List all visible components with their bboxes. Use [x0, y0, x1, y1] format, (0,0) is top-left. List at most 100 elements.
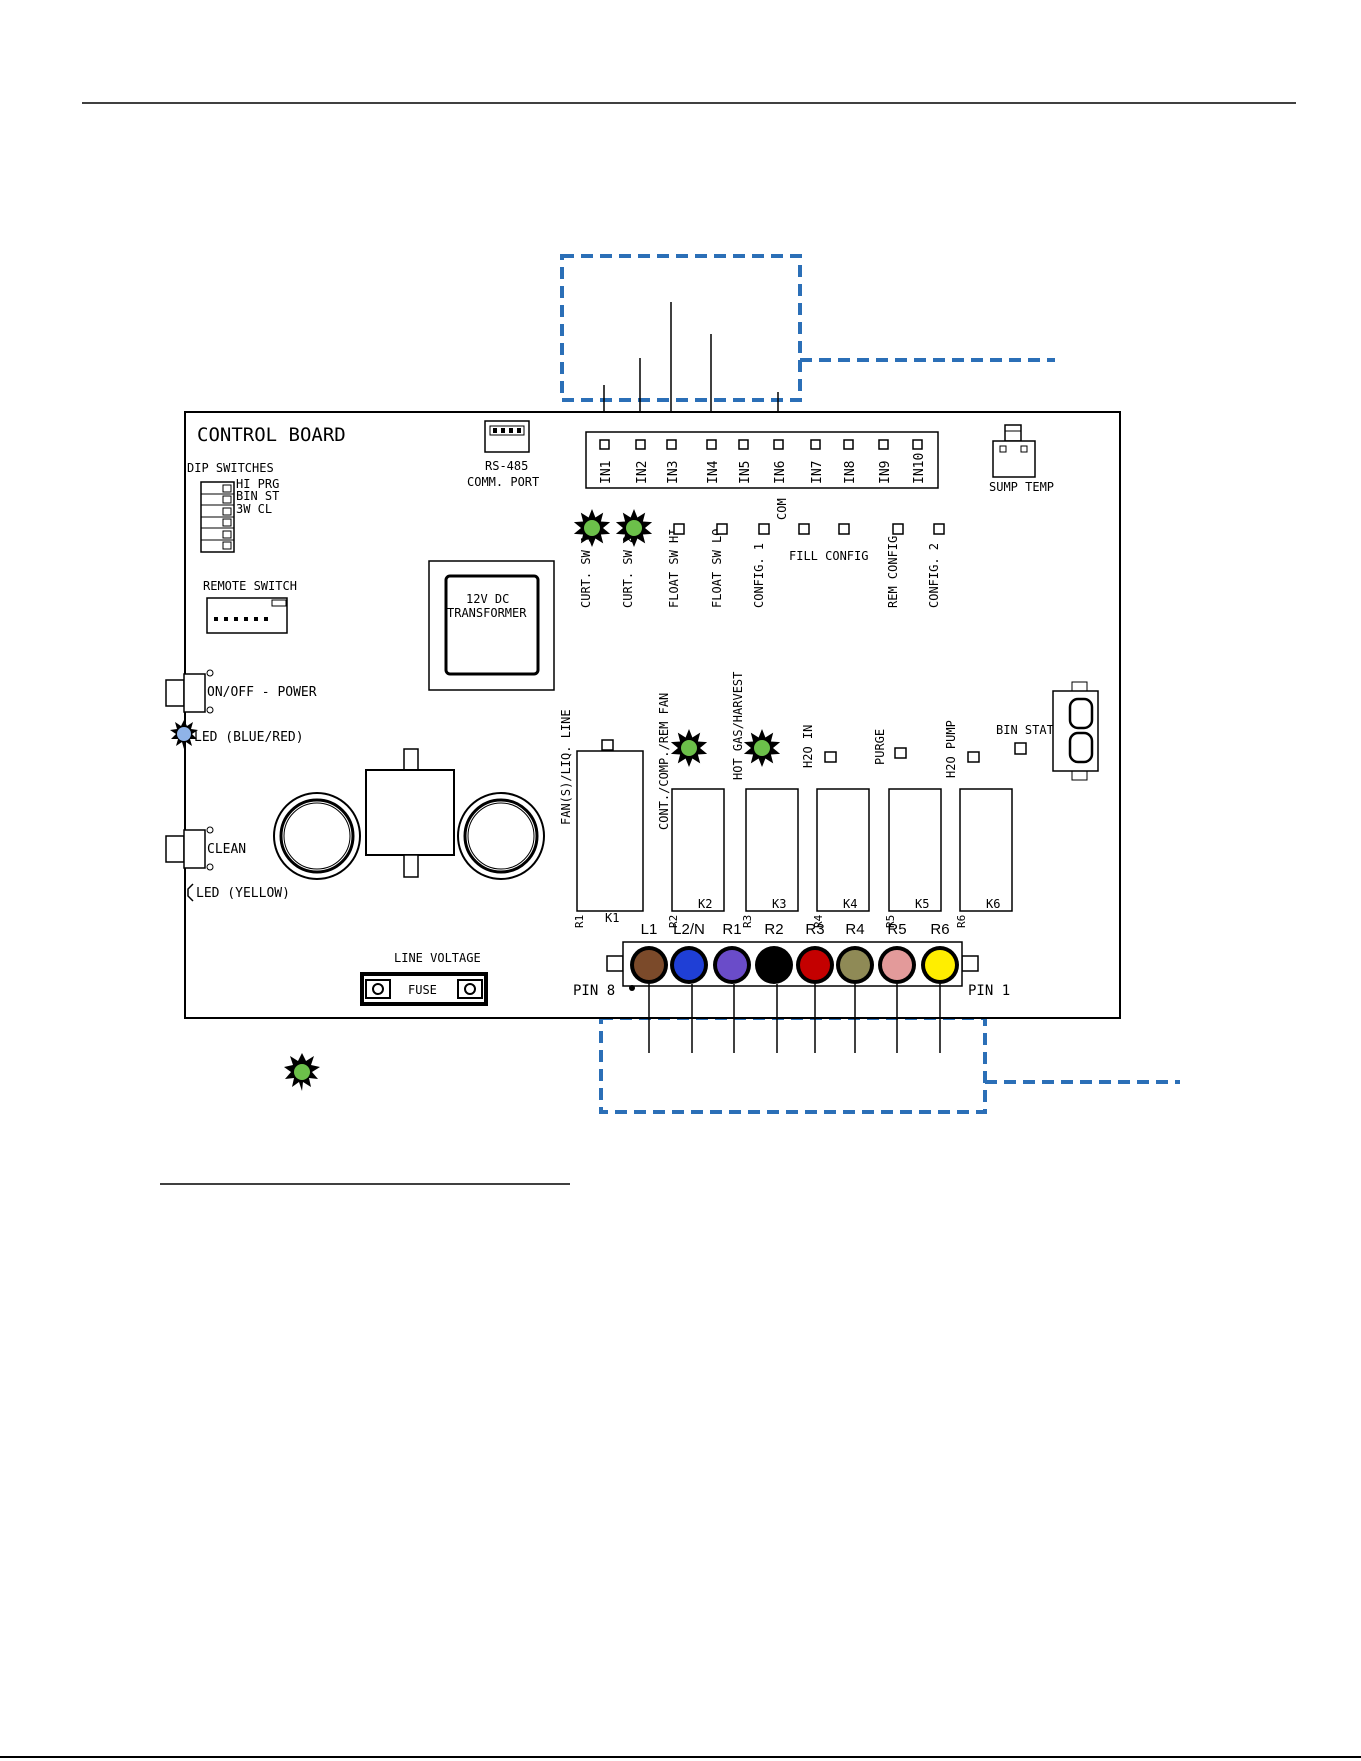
led-yellow-icon	[187, 883, 194, 902]
indicator-led	[798, 523, 810, 535]
input-pin	[912, 439, 923, 450]
relay-r-label: R1	[573, 915, 586, 928]
dip-switch-block: DIP SWITCHES HI PRG BIN ST 3W CL	[187, 461, 279, 553]
terminal-wire-color	[674, 950, 704, 980]
input-pin	[635, 439, 646, 450]
input-function-label: CONFIG. 2	[927, 543, 941, 608]
relay-led	[601, 739, 614, 751]
clean-led-label: LED (YELLOW)	[196, 886, 290, 901]
transformer: 12V DC TRANSFORMER	[428, 560, 555, 691]
terminal-wire-color	[717, 950, 747, 980]
rs485-label: RS-485	[485, 459, 528, 473]
relay-r-label: R2	[667, 915, 680, 928]
input-label: IN2	[635, 461, 650, 484]
terminal-wire-color	[882, 950, 912, 980]
relay-r-label: R5	[884, 915, 897, 928]
terminal-wire-color	[634, 950, 664, 980]
dip-switch-label: 3W CL	[236, 502, 272, 516]
clean-switch: CLEAN	[165, 826, 246, 871]
relay-name: HOT GAS/HARVEST	[731, 672, 745, 780]
relay-body	[576, 750, 644, 912]
relay-body	[816, 788, 870, 912]
clean-switch-label: CLEAN	[207, 842, 246, 857]
indicator-led	[933, 523, 945, 535]
capacitor-left	[273, 792, 361, 880]
terminal-wire-color	[800, 950, 830, 980]
input-pin	[843, 439, 854, 450]
input-function-label: CONFIG. 1	[752, 543, 766, 608]
relay-k-label: K4	[843, 897, 857, 911]
legend-led-dot	[294, 1064, 310, 1080]
remote-pin	[234, 617, 238, 621]
fill-config-label: FILL CONFIG	[789, 549, 868, 563]
power-led: LED (BLUE/RED)	[170, 720, 304, 749]
relay-block-center	[365, 748, 455, 878]
capacitor-right	[457, 792, 545, 880]
indicator-led	[892, 523, 904, 535]
terminal-wire-color	[840, 950, 870, 980]
input-function-label: REM CONFIG	[886, 536, 900, 608]
input-label: IN9	[878, 461, 893, 484]
input-pin	[738, 439, 749, 450]
relay-r-label: R6	[955, 915, 968, 928]
dip-title: DIP SWITCHES	[187, 461, 274, 475]
terminal-label: R3	[805, 921, 824, 938]
input-function-label: CURT. SW 2	[621, 536, 635, 608]
bin-stat-connector	[1052, 681, 1099, 781]
relay-k-label: K5	[915, 897, 929, 911]
relay-r-label: R3	[741, 915, 754, 928]
power-led-label: LED (BLUE/RED)	[194, 730, 304, 745]
relay-name: H2O PUMP	[944, 720, 958, 778]
relay-led	[967, 751, 980, 763]
input-pin	[666, 439, 677, 450]
relay-name: H2O IN	[801, 725, 815, 768]
led-green-dot	[584, 520, 600, 536]
com-label: COM	[775, 498, 789, 520]
indicator-led	[838, 523, 850, 535]
pin-right-label: PIN 1	[968, 983, 1010, 999]
terminal-label: R5	[887, 921, 906, 938]
bin-stat: BIN STAT	[996, 723, 1054, 755]
remote-pin	[254, 617, 258, 621]
terminal-label: R4	[845, 921, 864, 938]
relay-name: CONT./COMP./REM FAN	[657, 693, 671, 830]
input-label: IN7	[810, 461, 825, 484]
input-label: IN4	[706, 460, 721, 484]
remote-pin	[264, 617, 268, 621]
relay-led	[894, 747, 907, 759]
relay-k-label: K3	[772, 897, 786, 911]
remote-pin	[214, 617, 218, 621]
relay-r-label: R4	[812, 914, 825, 928]
pin-left-label: PIN 8	[573, 983, 615, 999]
pin-marker	[629, 985, 635, 991]
relay-body	[745, 788, 799, 912]
remote-switch-label: REMOTE SWITCH	[203, 579, 297, 593]
board-outline	[184, 411, 1121, 1019]
transformer-label: TRANSFORMER	[447, 606, 527, 620]
relay-body	[888, 788, 942, 912]
terminal-label: R2	[764, 921, 783, 938]
terminal-callout	[599, 1016, 1180, 1114]
relay-k-label: K2	[698, 897, 712, 911]
bin-stat-label: BIN STAT	[996, 723, 1054, 737]
sump-temp-connector: SUMP TEMP	[989, 424, 1054, 494]
relay-led	[824, 751, 837, 763]
indicator-led	[716, 523, 728, 535]
terminal-label: L1	[641, 921, 658, 938]
board-title: CONTROL BOARD	[197, 424, 346, 446]
rs485-label: COMM. PORT	[467, 475, 539, 489]
input-function-label: FLOAT SW HI	[667, 529, 681, 608]
input-label: IN5	[738, 461, 753, 484]
transformer-label: 12V DC	[466, 592, 509, 606]
indicator-led	[758, 523, 770, 535]
led-green-dot	[626, 520, 642, 536]
relay-body	[671, 788, 725, 912]
input-pin	[706, 439, 717, 450]
relay-name: PURGE	[873, 729, 887, 765]
input-label: IN10	[912, 453, 927, 484]
input-label: IN8	[843, 461, 858, 484]
remote-pin	[244, 617, 248, 621]
relay-body	[959, 788, 1013, 912]
